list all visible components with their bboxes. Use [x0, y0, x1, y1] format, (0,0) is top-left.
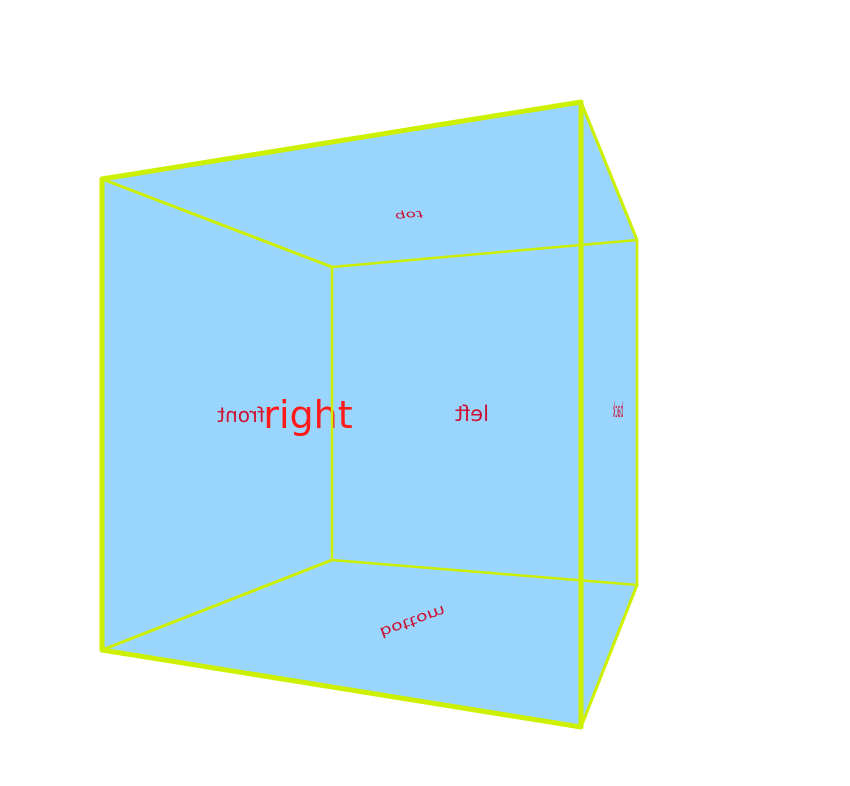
cube-edges	[99, 99, 639, 730]
edge-bottom-right	[579, 583, 639, 729]
left-label: left	[455, 402, 489, 426]
right-label: right	[263, 393, 352, 437]
cube-faces	[102, 102, 637, 727]
right-face	[581, 102, 637, 727]
top-label: top	[393, 208, 424, 222]
back-label: back	[613, 400, 624, 422]
front-edges	[99, 99, 584, 730]
edge-top-left	[100, 177, 334, 269]
edge-top-right	[579, 100, 639, 242]
edge-bottom-left	[100, 558, 334, 652]
front-label: front	[217, 403, 265, 427]
